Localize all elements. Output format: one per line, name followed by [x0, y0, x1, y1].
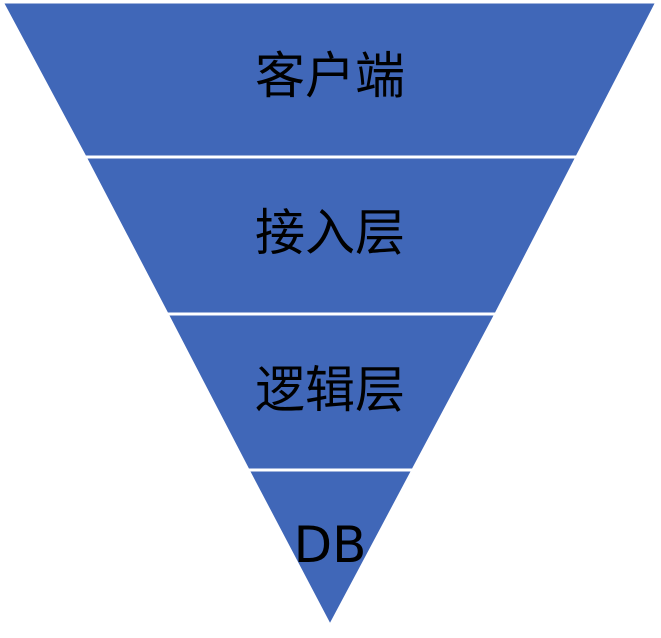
layer-db-label: DB: [294, 516, 367, 574]
layer-client-label: 客户端: [255, 47, 405, 105]
layer-access: 接入层: [82, 155, 580, 316]
layer-client: 客户端: [0, 0, 660, 159]
layer-logic-label: 逻辑层: [255, 361, 405, 419]
layer-db-shape: [245, 468, 416, 630]
layer-access-label: 接入层: [255, 204, 405, 262]
layer-db: DB: [245, 468, 416, 630]
layer-logic: 逻辑层: [164, 312, 499, 472]
